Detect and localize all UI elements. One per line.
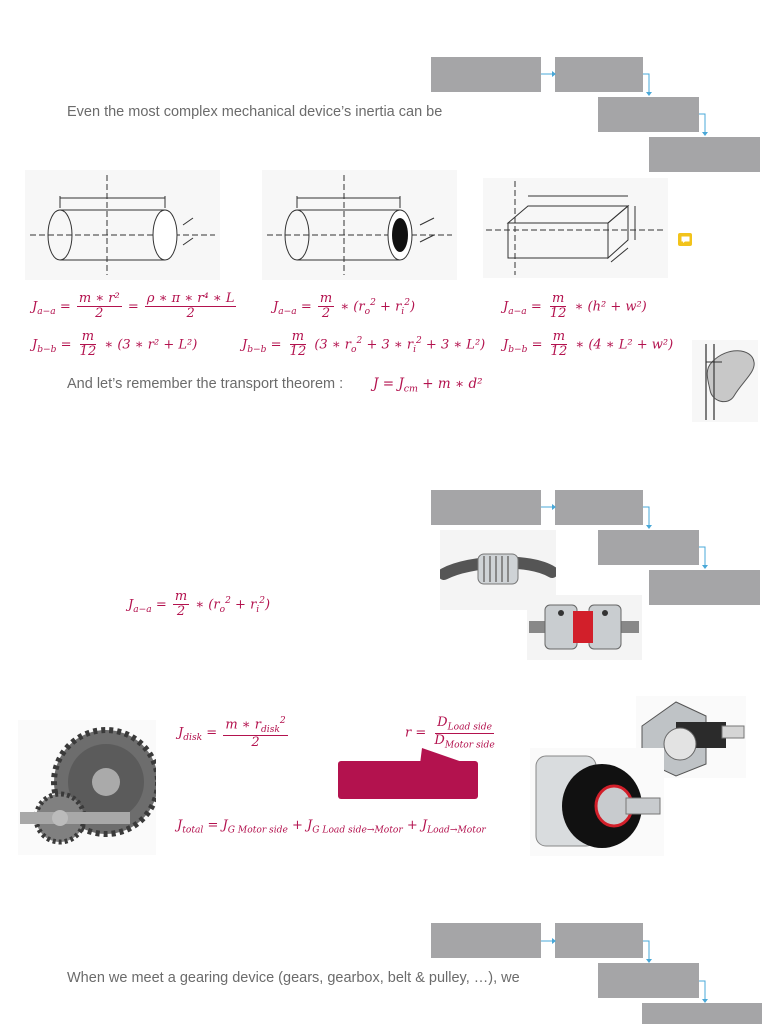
flow-arrows [541, 71, 708, 136]
jaw-coupling-photo [527, 595, 642, 660]
flow-box [598, 963, 699, 998]
offset-axis-diagram [692, 340, 758, 422]
flow-box [431, 490, 541, 525]
transport-text: And let’s remember the transport theorem… [67, 376, 344, 392]
flow-box [598, 97, 699, 132]
solid-cylinder-drawing [25, 170, 220, 280]
flow-box [649, 137, 760, 172]
flow-box [555, 490, 643, 525]
flow-arrows [541, 504, 708, 569]
hollow-cylinder-drawing [262, 170, 457, 280]
helical-coupling-photo [438, 530, 558, 610]
total-inertia-equation: Jtotal = JG Motor side + JG Load side→Mo… [177, 818, 486, 836]
planetary-gearbox-photo [530, 748, 664, 856]
flow-box [598, 530, 699, 565]
transport-equation: J = Jcm + m ∗ d² [373, 376, 483, 395]
flow-arrows [541, 938, 708, 1003]
callout-box [338, 761, 478, 799]
callout-pointer [420, 748, 468, 764]
flow-box [431, 57, 541, 92]
gear-pair-photo [18, 720, 161, 855]
flow-box [555, 57, 643, 92]
rectangular-block-drawing [483, 178, 668, 278]
flow-box [642, 1003, 762, 1024]
flow-box [649, 570, 760, 605]
intro-text: Even the most complex mechanical device’… [67, 104, 443, 120]
flow-box [431, 923, 541, 958]
gearing-text: When we meet a gearing device (gears, ge… [67, 970, 520, 986]
comment-icon[interactable] [678, 233, 692, 246]
flow-box [555, 923, 643, 958]
